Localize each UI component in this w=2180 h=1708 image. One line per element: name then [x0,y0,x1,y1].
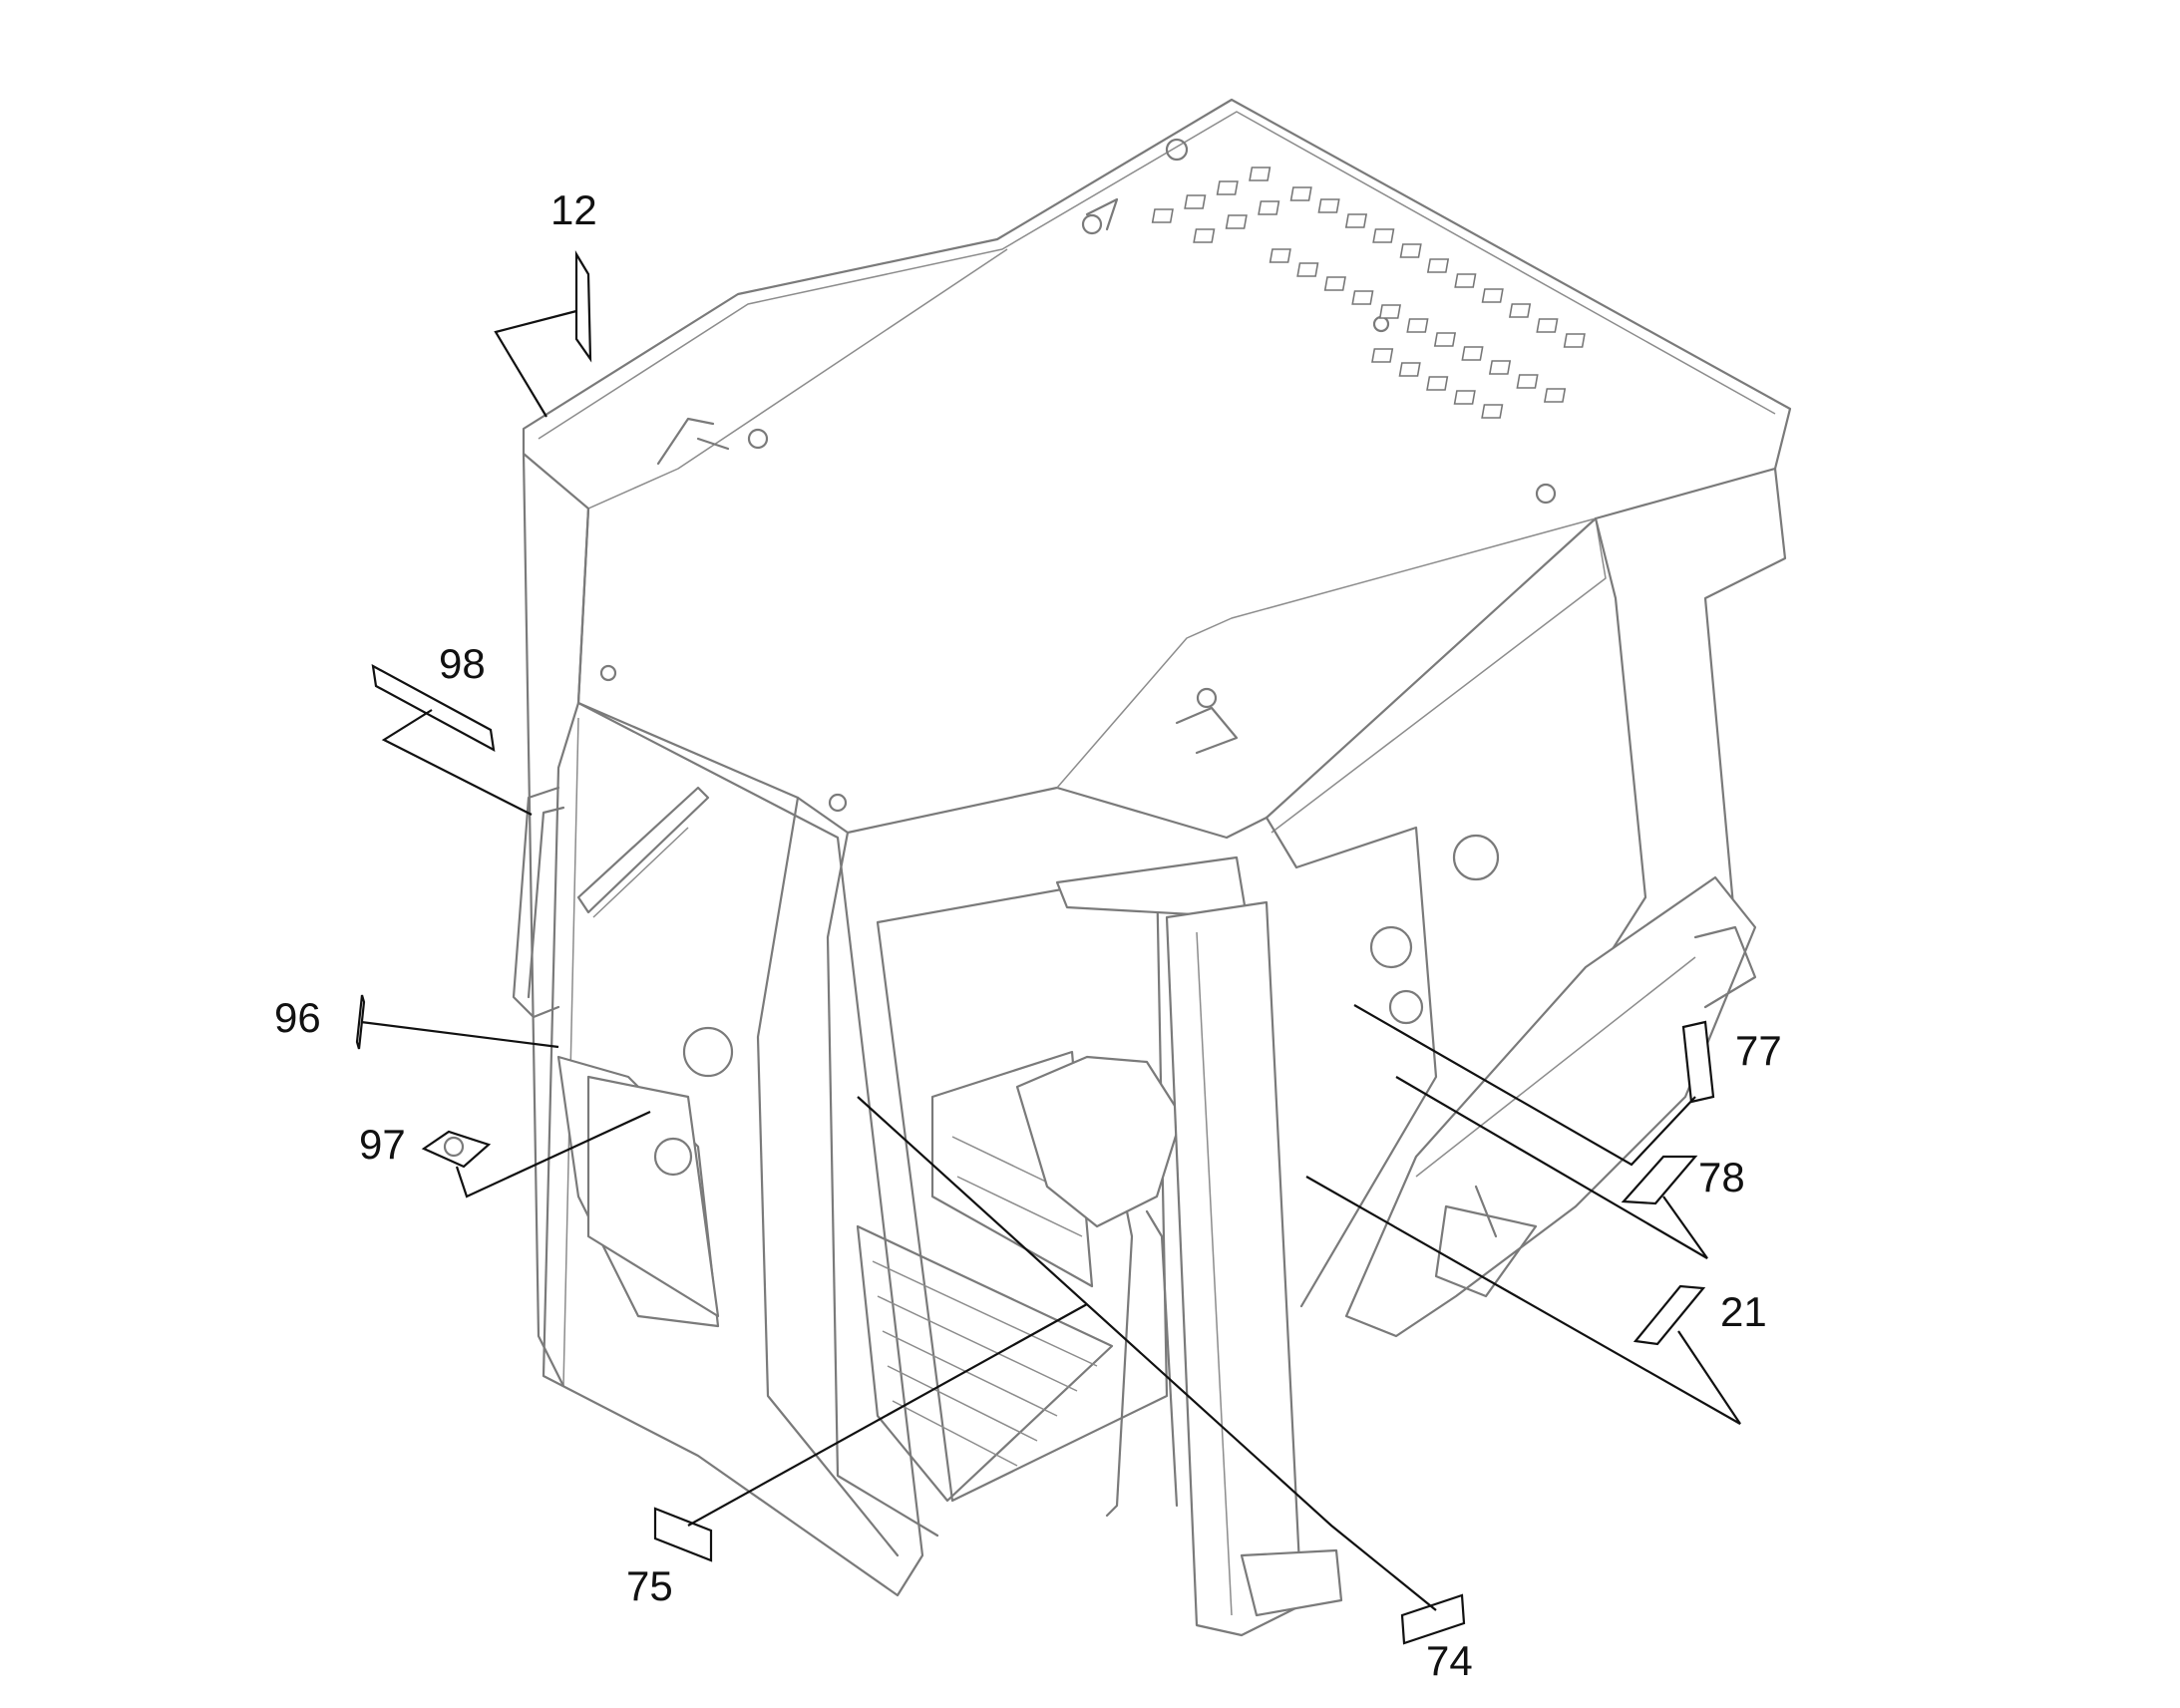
callout-label-74: 74 [1426,1637,1473,1684]
callout-label-78: 78 [1698,1154,1745,1200]
leader-97 [455,1111,651,1198]
leader-98 [381,709,533,816]
callout-74: 74 [857,1096,1473,1684]
leader-21 [1305,1176,1741,1425]
callout-77: 77 [1353,1004,1782,1167]
decal-77 [1681,1020,1715,1104]
callout-96: 96 [274,994,559,1050]
leader-12 [494,309,577,418]
callout-label-77: 77 [1735,1027,1782,1074]
callout-97: 97 [359,1111,651,1198]
leader-77 [1353,1004,1696,1167]
callout-label-98: 98 [439,640,486,687]
callout-98: 98 [371,640,533,816]
callout-21: 21 [1305,1176,1767,1425]
callout-12: 12 [494,186,597,418]
decal-97-symbol [443,1136,465,1158]
decal-78 [1621,1155,1698,1205]
roof-vent-grille [1151,167,1586,419]
decal-21 [1633,1284,1706,1346]
callout-label-21: 21 [1720,1288,1767,1335]
callout-label-97: 97 [359,1121,406,1168]
decal-97 [421,1130,492,1169]
decal-98 [371,663,496,753]
leader-75 [687,1303,1088,1527]
callout-label-12: 12 [550,186,597,233]
decal-96 [355,994,366,1050]
leader-74 [857,1096,1437,1611]
callout-label-75: 75 [626,1562,673,1609]
decal-12 [574,250,592,363]
leader-96 [360,1020,559,1049]
callout-label-96: 96 [274,994,321,1041]
callout-78: 78 [1395,1076,1745,1259]
leader-78 [1395,1076,1708,1259]
cab-body [512,452,1787,1637]
callout-75: 75 [626,1303,1088,1609]
decal-74 [1400,1593,1466,1645]
